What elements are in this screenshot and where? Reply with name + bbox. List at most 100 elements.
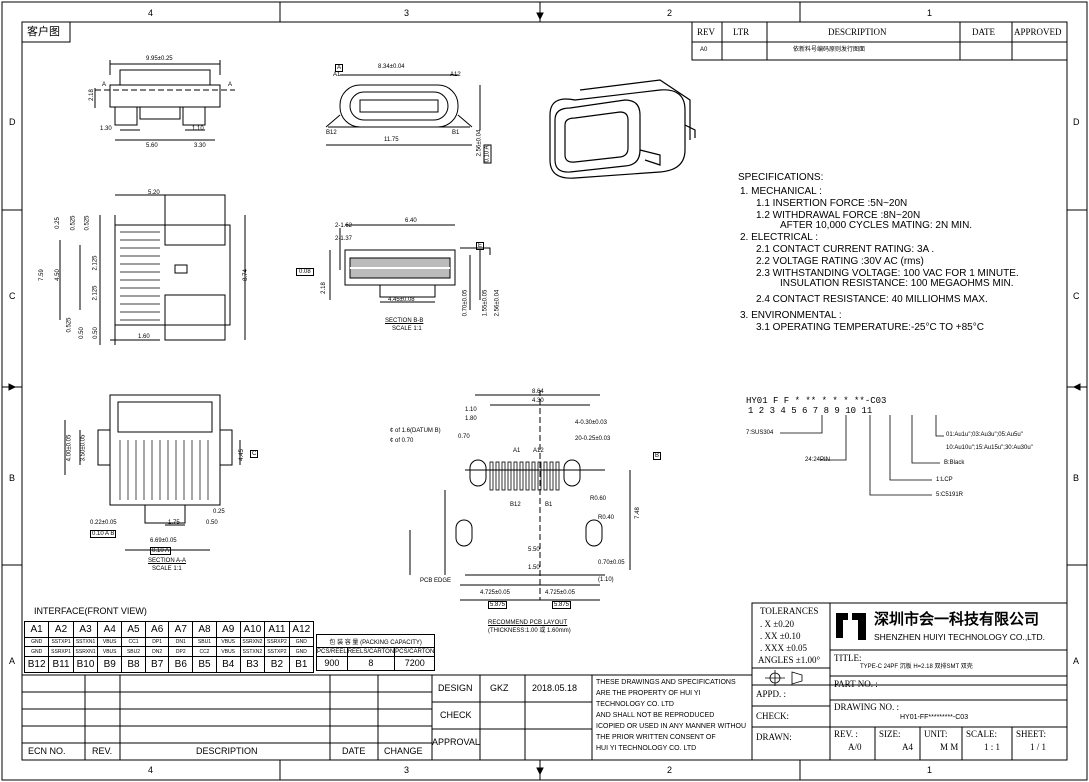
zone-bottom-3: 3: [404, 765, 410, 775]
zone-top-2: 2: [667, 8, 673, 18]
interface-cell: A3: [72, 620, 99, 639]
dim-pcb-1-50: 1.50: [528, 565, 540, 571]
notice-line-7: HUI YI TECHNOLOGY CO. LTD: [596, 745, 697, 752]
interface-cell: A10: [239, 620, 266, 639]
dim-side-1-60: 1.60: [138, 334, 150, 340]
pin-a12-label: A12: [450, 72, 461, 78]
interface-cell: SSTXP1: [48, 637, 74, 648]
interface-cell: SSTXP2: [264, 646, 290, 657]
section-bb-label: SECTION B-B: [385, 318, 424, 324]
appd-label: APPD. :: [756, 689, 787, 699]
packing-value-reel: 900: [316, 655, 348, 672]
unit-label: UNIT:: [924, 729, 948, 739]
interface-cell: SSRXN1: [72, 646, 99, 657]
dim-side-7-59: 7.59: [38, 269, 45, 281]
interface-cell: B2: [264, 655, 290, 674]
company-name-en: SHENZHEN HUIYI TECHNOLOGY CO.,LTD.: [874, 632, 1045, 642]
option-color: B:Black: [944, 460, 965, 466]
dim-right-1-10: 1.10: [192, 126, 204, 132]
drawingno-value: HY01-FF*********-C03: [900, 714, 969, 721]
ecn-header-change: CHANGE: [384, 746, 423, 756]
dim-pcb-7-48: 7.48: [634, 507, 641, 519]
section-bb-scale: SCALE 1:1: [392, 326, 422, 332]
dim-sec-0-70: 0.70±0.05: [462, 289, 469, 317]
part-code-positions: 1 2 3 4 5 6 7 8 9 10 11: [748, 406, 873, 416]
dim-sec-6-40: 6.40: [405, 218, 417, 224]
dim-side-0-525-a: 0.525: [70, 215, 77, 231]
pin-a1-label: A1: [333, 72, 341, 78]
drawingno-label: DRAWING NO. :: [834, 702, 900, 712]
interface-cell: B9: [97, 655, 123, 674]
packing-header-carton: PCS/CARTON: [394, 647, 436, 657]
dim-front-total: 11.75: [384, 137, 399, 143]
ecn-header-rev: REV.: [92, 746, 113, 756]
spec-line-3: 1.2 WITHDRAWAL FORCE :8N~20N: [756, 210, 921, 221]
option-pack: 1:LCP: [936, 477, 953, 483]
interface-cell: B7: [144, 655, 170, 674]
pcb-layout-view: [409, 390, 631, 601]
zone-top-1: 1: [927, 8, 933, 18]
pcb-layout-subtitle: (THICKNESS:1.00 或 1.60mm): [488, 628, 571, 634]
dim-bottom-4-00: 4.00±0.05: [66, 434, 73, 462]
interface-cell: DP1: [144, 637, 170, 648]
dim-side-0-525-b: 0.525: [84, 215, 91, 231]
interface-cell: A7: [168, 620, 194, 639]
sheet-value: 1 / 1: [1030, 742, 1047, 752]
interface-cell: SSRXP2: [264, 637, 290, 648]
tolerance-x: . X ±0.20: [760, 619, 794, 629]
customer-label: 客户图: [27, 26, 60, 38]
spec-line-8: 2.3 WITHSTANDING VOLTAGE: 100 VAC FOR 1 …: [756, 268, 1019, 279]
zone-bottom-1: 1: [927, 765, 933, 775]
rev-row-rev: A0: [700, 47, 708, 53]
dim-pcb-c070: ¢ of 0.70: [390, 438, 414, 444]
dim-bottom-5-60: 5.60: [146, 143, 158, 149]
interface-cell: SSTXN2: [239, 646, 266, 657]
dim-sec-2-56: 2.56±0.04: [494, 289, 501, 317]
option-material: 7:SUS304: [746, 430, 774, 436]
title-label: TITLE:: [834, 653, 862, 663]
section-a-right: A: [228, 82, 233, 88]
design-name: GKZ: [490, 683, 509, 693]
interface-cell: GND: [23, 637, 50, 648]
notice-line-6: THE PRIOR WRITTEN CONSENT OF: [596, 734, 716, 741]
zone-bottom-4: 4: [148, 765, 154, 775]
dim-sec-1-55: 1.55±0.05: [482, 289, 489, 317]
dim-side-0-50-b: 0.50: [92, 327, 99, 339]
pcb-pin-b12: B12: [510, 502, 521, 508]
option-plating-1: 01:Au1u";03:Au3u";05:Au5u": [946, 432, 1023, 438]
interface-cell: B4: [215, 655, 241, 674]
dim-sec-2-1-62: 2-1.62: [335, 223, 353, 229]
packing-header-reel: PCS/REEL: [316, 647, 348, 657]
dim-front-height: 2.56±0.04: [476, 129, 483, 157]
dim-pcb-r0-40: R0.40: [598, 515, 615, 521]
tolerance-frame-ab: 0.10 A B: [90, 530, 117, 538]
size-label: SIZE:: [879, 729, 901, 739]
dim-pcb-1-10-b: (1.10): [598, 577, 614, 583]
interface-cell: B3: [239, 655, 266, 674]
section-a-left: A: [102, 82, 107, 88]
dim-side-2-125-a: 2.125: [92, 255, 99, 271]
interface-cell: DN1: [168, 637, 194, 648]
interface-cell: VBUS: [215, 637, 241, 648]
zone-top-3: 3: [404, 8, 410, 18]
zone-top-4: 4: [148, 8, 154, 18]
packing-table: 包 装 容 量 (PACKING CAPACITY) PCS/REEL REEL…: [315, 634, 436, 672]
zone-left-b: B: [9, 473, 16, 483]
dim-sec-4-45: 4.45±0.08: [388, 297, 415, 303]
scale-value: 1 : 1: [984, 742, 1001, 752]
pcb-pin-a1: A1: [513, 448, 521, 454]
tolerance-xx: . XX ±0.10: [760, 631, 801, 641]
rev-header-approved: APPROVED: [1014, 27, 1062, 37]
tolerance-frame-a: 0.10 A: [150, 547, 172, 555]
dim-pcb-0-70-b: 0.70±0.05: [598, 560, 625, 566]
check2-label: CHECK:: [756, 711, 790, 721]
pcb-pin-b1: B1: [545, 502, 553, 508]
spec-line-6: 2.1 CONTACT CURRENT RATING: 3A .: [756, 244, 935, 255]
company-logo-icon: [836, 613, 866, 640]
option-pin: 24:24PIN: [805, 457, 831, 463]
zone-right-a: A: [1073, 656, 1080, 666]
